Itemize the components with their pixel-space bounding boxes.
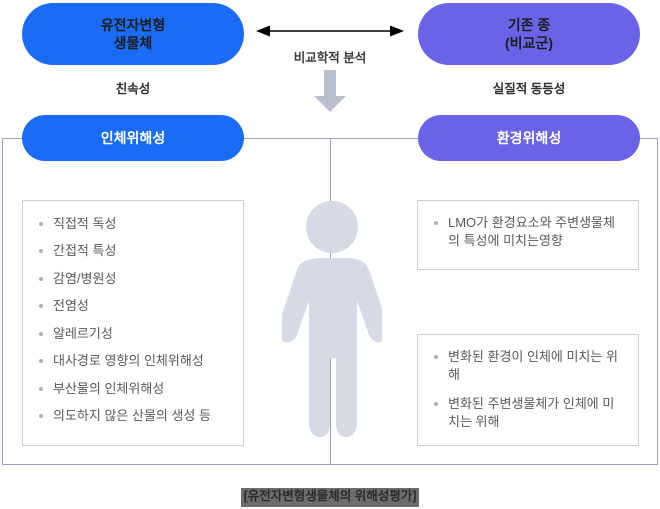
list-item: 변화된 주변생물체가 인체에 미치는 위해 — [432, 395, 624, 432]
list-item: 대사경로 영향의 인체위해성 — [37, 352, 229, 370]
frame-top-segment-left — [2, 138, 37, 139]
box-conventional-species-label: 기존 종(비교군) — [505, 16, 553, 51]
person-silhouette-icon — [282, 201, 382, 437]
frame-top-segment-right — [624, 138, 658, 139]
list-item: 직접적 독성 — [37, 215, 229, 233]
list-item: 감염/병원성 — [37, 270, 229, 288]
list-item: 변화된 환경이 인체에 미치는 위해 — [432, 348, 624, 385]
card-environment-risk-1: LMO가 환경요소와 주변생물체의 특성에 미치는영향 — [417, 200, 639, 270]
caption-affinity: 친속성 — [115, 82, 151, 96]
box-conventional-species: 기존 종(비교군) — [418, 3, 640, 65]
figure-caption-text: [유전자변형생물체의 위해성평가] — [240, 488, 420, 507]
box-human-risk: 인체위해성 — [22, 115, 244, 161]
label-comparative-analysis: 비교학적 분석 — [293, 51, 367, 65]
box-human-risk-label: 인체위해성 — [100, 129, 166, 146]
list-item: 간접적 특성 — [37, 242, 229, 260]
box-environmental-risk-label: 환경위해성 — [496, 129, 562, 146]
list-item: 의도하지 않은 산물의 생성 등 — [37, 407, 229, 425]
environment-risk-list-1: LMO가 환경요소와 주변생물체의 특성에 미치는영향 — [432, 214, 624, 251]
figure-caption: [유전자변형생물체의 위해성평가] — [0, 487, 660, 507]
list-item: LMO가 환경요소와 주변생물체의 특성에 미치는영향 — [432, 214, 624, 251]
box-environmental-risk: 환경위해성 — [418, 115, 640, 161]
list-item: 부산물의 인체위해성 — [37, 380, 229, 398]
list-item: 알레르기성 — [37, 325, 229, 343]
caption-substantial-equivalence: 실질적 동등성 — [492, 82, 566, 96]
double-arrow-icon — [256, 25, 404, 37]
list-item: 전염성 — [37, 297, 229, 315]
arrow-down-icon — [314, 70, 346, 112]
